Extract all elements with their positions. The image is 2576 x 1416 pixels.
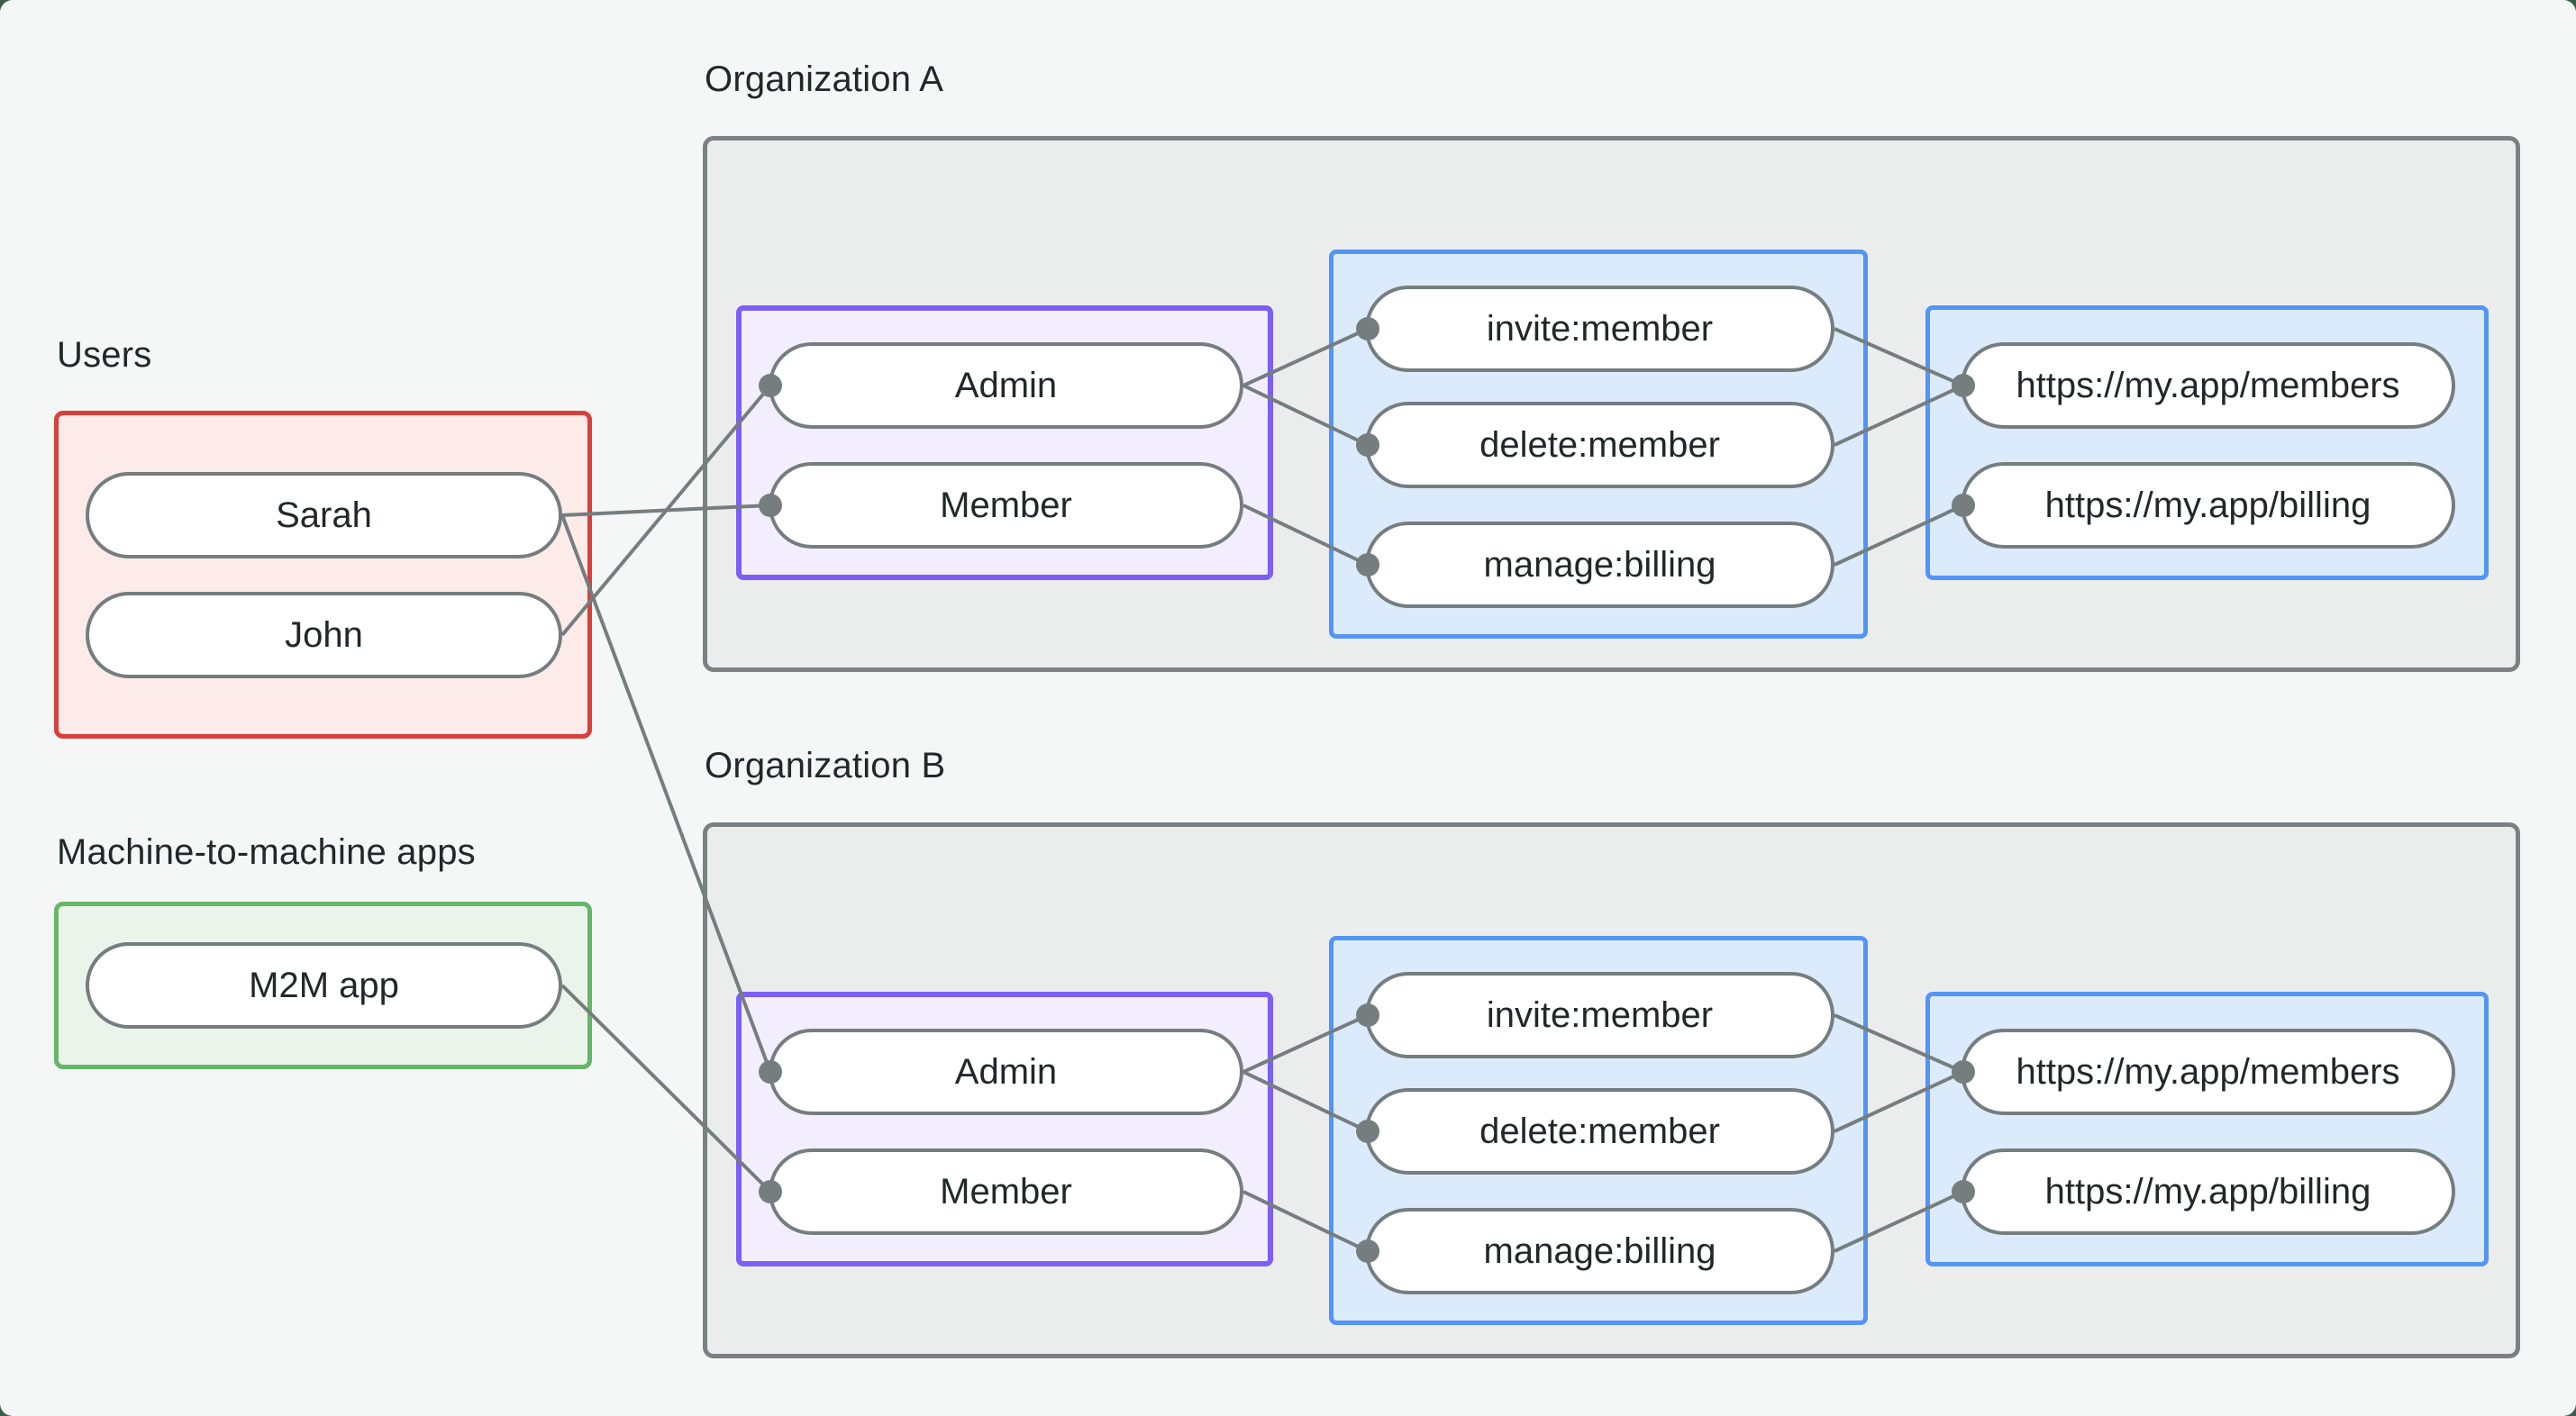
node-user-sarah: Sarah — [86, 472, 562, 558]
node-org-a-api-members: https://my.app/members — [1961, 342, 2455, 429]
organization-a-label: Organization A — [705, 59, 944, 99]
users-group-box — [54, 411, 592, 739]
node-org-b-api-billing: https://my.app/billing — [1961, 1148, 2455, 1235]
node-user-john: John — [86, 592, 562, 678]
node-org-b-perm-manage: manage:billing — [1365, 1208, 1834, 1294]
node-org-b-perm-delete: delete:member — [1365, 1088, 1834, 1175]
node-org-a-perm-manage: manage:billing — [1365, 522, 1834, 608]
node-org-b-perm-invite: invite:member — [1365, 972, 1834, 1058]
users-group-label: Users — [57, 335, 152, 375]
m2m-apps-group-label: Machine-to-machine apps — [57, 832, 476, 872]
node-org-a-perm-invite: invite:member — [1365, 286, 1834, 372]
node-org-a-api-billing: https://my.app/billing — [1961, 462, 2455, 549]
node-org-b-api-members: https://my.app/members — [1961, 1029, 2455, 1115]
node-org-b-role-member: Member — [769, 1148, 1243, 1235]
node-m2m-app: M2M app — [86, 942, 562, 1029]
node-org-a-perm-delete: delete:member — [1365, 402, 1834, 488]
organization-b-label: Organization B — [705, 746, 946, 785]
node-org-a-role-member: Member — [769, 462, 1243, 549]
node-org-b-role-admin: Admin — [769, 1029, 1243, 1115]
node-org-a-role-admin: Admin — [769, 342, 1243, 429]
